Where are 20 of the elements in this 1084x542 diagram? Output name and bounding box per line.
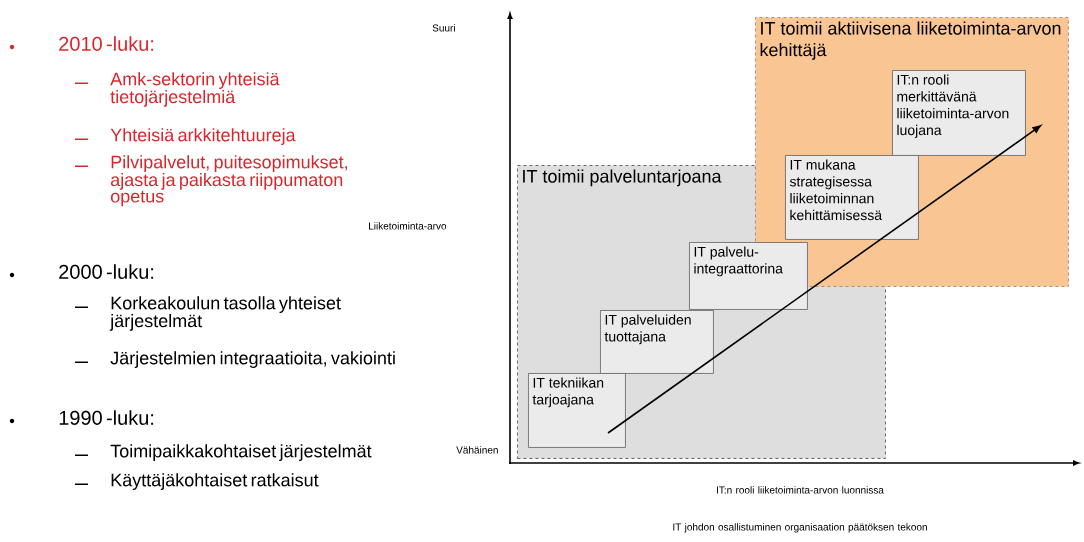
list-heading: 2000 -luku: xyxy=(59,264,154,279)
step-box: IT:n rooli merkittävänä liiketoiminta-arvon luojana xyxy=(892,70,1026,156)
list-item: Amk-sektorin yhteisiä tietojärjestelmiä xyxy=(110,72,280,107)
list-item: Yhteisiä arkkitehtuureja xyxy=(110,128,296,145)
axis-label: IT:n rooli liiketoiminta-arvon luonnissa xyxy=(717,486,884,494)
list-heading: 2010 -luku: xyxy=(59,36,154,51)
axis-label: Liiketoiminta-arvo xyxy=(369,222,447,230)
axis-label: Vähäinen xyxy=(456,446,498,454)
list-item: Toimipaikkakohtaiset järjestelmät xyxy=(110,444,372,461)
list-item: Käyttäjäkohtaiset ratkaisut xyxy=(111,473,319,490)
step-box: IT tekniikan tarjoajana xyxy=(528,373,626,448)
step-box: IT palvelu-integraattorina xyxy=(689,242,808,310)
step-box: IT mukana strategisessa liiketoiminnan kehittämisessä xyxy=(785,155,919,240)
axis-label: IT johdon osallistuminen organisaation päätöksen tekoon xyxy=(673,523,927,533)
list-item: Korkeakoulun tasolla yhteiset järjestelmät xyxy=(109,296,341,331)
list-item: Järjestelmien integraatioita, vakiointi xyxy=(110,351,395,368)
list-item: Pilvipalvelut, puitesopimukset, ajasta ja paikasta riippumaton opetus xyxy=(110,155,347,207)
list-heading: 1990 -luku: xyxy=(59,410,154,425)
axis-label: Suuri xyxy=(432,24,455,32)
step-box: IT palveluiden tuottajana xyxy=(600,310,714,374)
